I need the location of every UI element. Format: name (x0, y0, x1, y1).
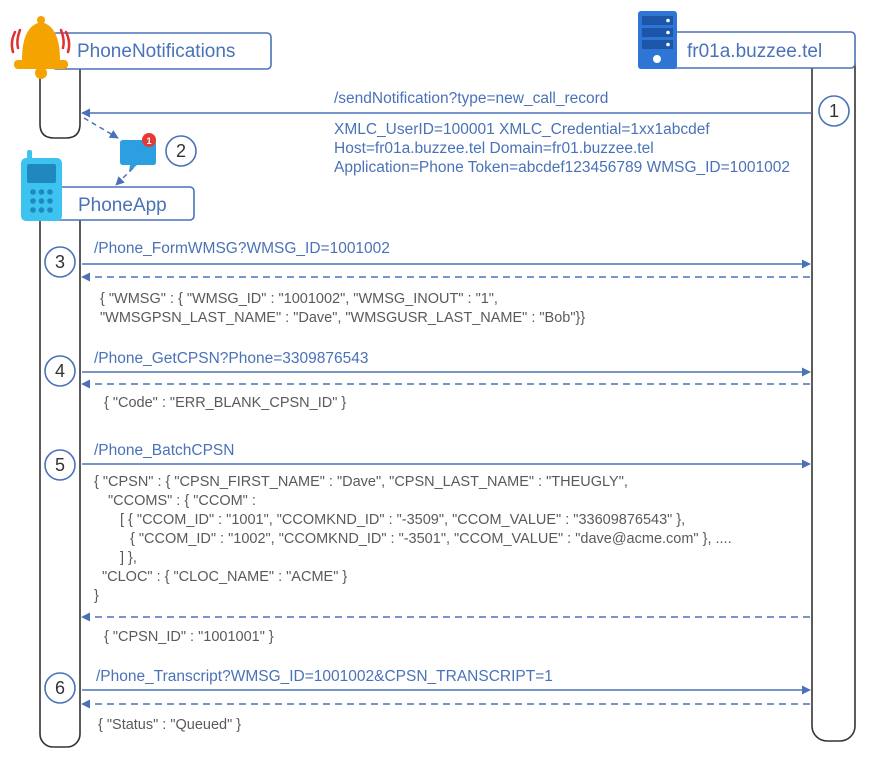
server-icon (638, 11, 677, 69)
server-header: fr01a.buzzee.tel (659, 31, 856, 69)
chat-to-phone-connector (115, 167, 134, 186)
batch-cpsn-request-label: /Phone_BatchCPSN (94, 442, 234, 459)
get-cpsn-request-label: /Phone_GetCPSN?Phone=3309876543 (94, 350, 369, 367)
mobile-phone-icon (21, 150, 62, 221)
form-wmsg-response-line: { "WMSG" : { "WMSG_ID" : "1001002", "WMS… (100, 291, 498, 307)
svg-text:6: 6 (55, 678, 65, 698)
svg-text:4: 4 (55, 361, 65, 381)
send-notification-param: Host=fr01a.buzzee.tel Domain=fr01.buzzee… (334, 140, 654, 157)
svg-text:1: 1 (146, 136, 151, 146)
batch-cpsn-body-line: { "CPSN" : { "CPSN_FIRST_NAME" : "Dave",… (94, 474, 628, 490)
batch-cpsn-body-line: ] }, (120, 550, 137, 566)
batch-cpsn-body-line: } (94, 588, 99, 604)
svg-text:2: 2 (176, 141, 186, 161)
send-notification-param: Application=Phone Token=abcdef123456789 … (334, 159, 790, 176)
phone-notifications-header: PhoneNotifications (51, 32, 272, 70)
transcript-response-line: { "Status" : "Queued" } (98, 717, 241, 733)
phone-notifications-label: PhoneNotifications (77, 41, 235, 62)
server-lifeline (811, 49, 856, 742)
svg-text:3: 3 (55, 252, 65, 272)
step-4-marker: 4 (44, 355, 76, 387)
notification-badge: 1 (142, 133, 156, 147)
step-1-marker: 1 (818, 95, 850, 127)
batch-cpsn-body-line: [ { "CCOM_ID" : "1001", "CCOMKND_ID" : "… (120, 512, 685, 528)
phone-notifications-lifeline (39, 68, 81, 139)
send-notification-param: XMLC_UserID=100001 XMLC_Credential=1xx1a… (334, 121, 710, 138)
svg-text:1: 1 (829, 101, 839, 121)
phone-app-label: PhoneApp (78, 195, 167, 216)
bell-to-chat-connector (83, 117, 119, 139)
chat-bubble-icon (120, 140, 156, 172)
batch-cpsn-response-line: { "CPSN_ID" : "1001001" } (104, 629, 274, 645)
server-label: fr01a.buzzee.tel (687, 41, 822, 62)
send-notification-label: /sendNotification?type=new_call_record (334, 90, 608, 107)
step-6-marker: 6 (44, 672, 76, 704)
step-2-marker: 2 (165, 135, 197, 167)
form-wmsg-response-line: "WMSGPSN_LAST_NAME" : "Dave", "WMSGUSR_L… (100, 310, 585, 326)
get-cpsn-response-line: { "Code" : "ERR_BLANK_CPSN_ID" } (104, 395, 346, 411)
svg-text:5: 5 (55, 455, 65, 475)
bell-icon (10, 16, 71, 79)
step-5-marker: 5 (44, 449, 76, 481)
phone-app-header: PhoneApp (47, 186, 195, 221)
batch-cpsn-body-line: { "CCOM_ID" : "1002", "CCOMKND_ID" : "-3… (130, 531, 732, 547)
batch-cpsn-body-line: "CLOC" : { "CLOC_NAME" : "ACME" } (102, 569, 347, 585)
step-3-marker: 3 (44, 246, 76, 278)
transcript-request-label: /Phone_Transcript?WMSG_ID=1001002&CPSN_T… (96, 668, 553, 685)
batch-cpsn-body-line: "CCOMS" : { "CCOM" : (108, 493, 256, 509)
form-wmsg-request-label: /Phone_FormWMSG?WMSG_ID=1001002 (94, 240, 390, 257)
